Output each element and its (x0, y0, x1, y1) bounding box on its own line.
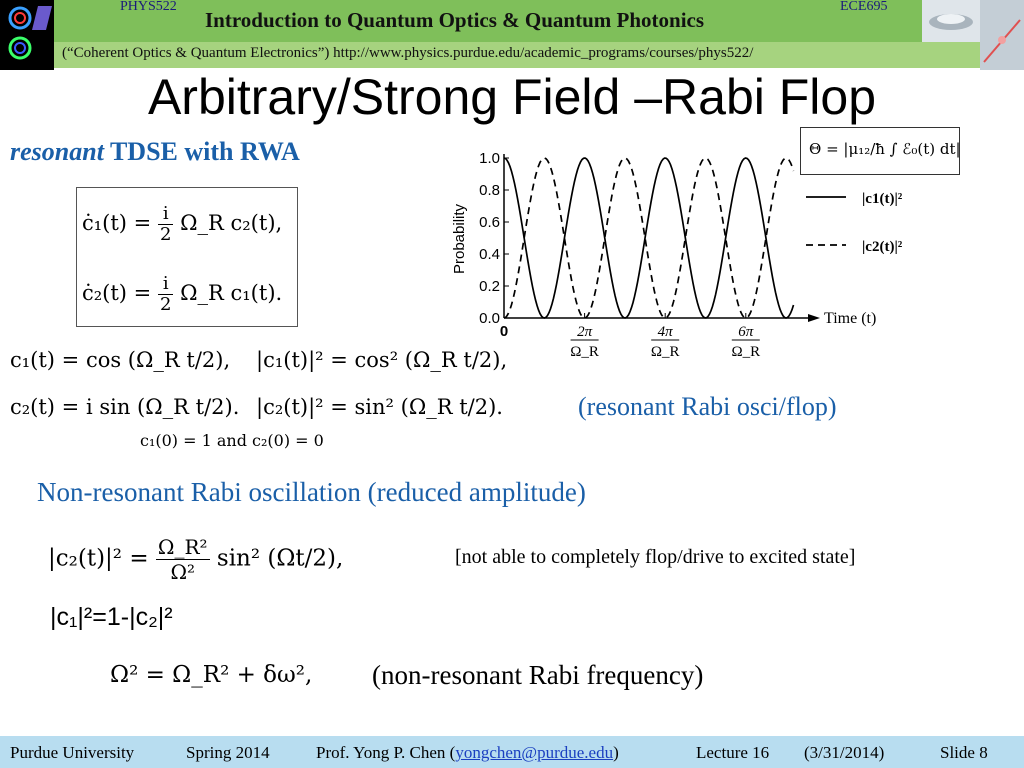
course-code-left: PHYS522 (120, 0, 177, 14)
footer-university: Purdue University (10, 743, 135, 762)
c2-probability: |c₂(t)|² = sin² (Ω_R t/2). (256, 395, 503, 419)
nonresonant-frequency-note: (non-resonant Rabi frequency) (372, 660, 704, 690)
y-tick-label: 0.8 (479, 182, 500, 199)
flop-limit-note: [not able to completely flop/drive to ex… (455, 546, 856, 568)
initial-conditions: c₁(0) = 1 and c₂(0) = 0 (140, 431, 324, 450)
optics-image-icon (980, 0, 1024, 70)
pulse-area-box: Θ = |μ₁₂/ħ ∫ ℰ₀(t) dt| (800, 127, 961, 175)
header-subband (54, 42, 980, 68)
nonresonant-rhs: sin² (Ωt/2), (216, 545, 344, 572)
x-tick-label: 6π (738, 324, 754, 340)
y-tick-label: 0.6 (479, 214, 500, 231)
resonant-note: (resonant Rabi osci/flop) (578, 392, 837, 421)
pulse-area-equation: Θ = |μ₁₂/ħ ∫ ℰ₀(t) dt| (809, 140, 961, 158)
c1dot-lhs: ċ₁(t) = (82, 211, 152, 235)
x-tick-label: Ω_R (731, 344, 760, 360)
section-heading-rest: TDSE with RWA (103, 137, 300, 166)
c2dot-lhs: ċ₂(t) = (82, 281, 152, 305)
c2-solution: c₂(t) = i sin (Ω_R t/2). (10, 395, 240, 419)
rabi-flop-chart: 0.0 0.2 0.4 0.6 0.8 1.0 0 2πΩ_R 4πΩ_R 6πΩ_R Probab… (451, 150, 903, 360)
x-tick-label: 4π (658, 324, 674, 340)
legend-entry: |c2(t)|² (862, 239, 903, 255)
device-image-icon (922, 0, 980, 42)
normalization-relation: |c₁|²=1-|c₂|² (50, 603, 173, 631)
footer-slide-number: Slide 8 (940, 743, 988, 762)
c2dot-rhs: Ω_R c₁(t). (180, 281, 283, 305)
course-title: Introduction to Quantum Optics & Quantum… (205, 8, 705, 32)
x-tick-label: Ω_R (651, 344, 680, 360)
slide-footer (0, 736, 1024, 768)
slide-title: Arbitrary/Strong Field –Rabi Flop (147, 69, 877, 125)
footer-date: (3/31/2014) (804, 743, 885, 762)
y-tick-label: 0.4 (479, 246, 500, 263)
x-axis-arrow-icon (808, 314, 820, 322)
tdse-equation-box (76, 187, 298, 327)
purdue-logo-icon (0, 0, 54, 70)
email-link[interactable]: yongchen@purdue.edu (455, 743, 614, 762)
x-tick-label: 2π (577, 324, 593, 340)
footer-professor: Prof. Yong P. Chen (yongchen@purdue.edu) (316, 743, 619, 762)
y-tick-label: 0.0 (479, 310, 500, 327)
course-code-right: ECE695 (840, 0, 888, 14)
y-tick-label: 0.2 (479, 278, 500, 295)
c1dot-rhs: Ω_R c₂(t), (180, 211, 283, 235)
header-band (54, 0, 980, 42)
y-tick-label: 1.0 (479, 150, 500, 167)
x-axis-label: Time (t) (824, 310, 876, 327)
x-tick-label: 0 (500, 323, 508, 340)
course-subtitle: (“Coherent Optics & Quantum Electronics”… (62, 45, 754, 61)
legend-entry: |c1(t)|² (862, 191, 903, 207)
c1-probability: |c₁(t)|² = cos² (Ω_R t/2), (256, 348, 508, 372)
section-heading: resonant TDSE with RWA (10, 137, 300, 167)
generalized-rabi-frequency: Ω² = Ω_R² + δω², (110, 662, 313, 688)
x-tick-label: Ω_R (570, 344, 599, 360)
nonresonant-lhs: |c₂(t)|² = (48, 545, 149, 572)
footer-lecture: Lecture 16 (696, 743, 770, 762)
c1-solution: c₁(t) = cos (Ω_R t/2), (10, 348, 231, 372)
series-line (503, 157, 795, 319)
section-heading-italic: resonant (10, 137, 104, 166)
nonresonant-heading: Non-resonant Rabi oscillation (reduced a… (37, 477, 586, 507)
series-line (503, 157, 795, 319)
y-axis-label: Probability (451, 203, 468, 274)
footer-term: Spring 2014 (186, 743, 270, 762)
